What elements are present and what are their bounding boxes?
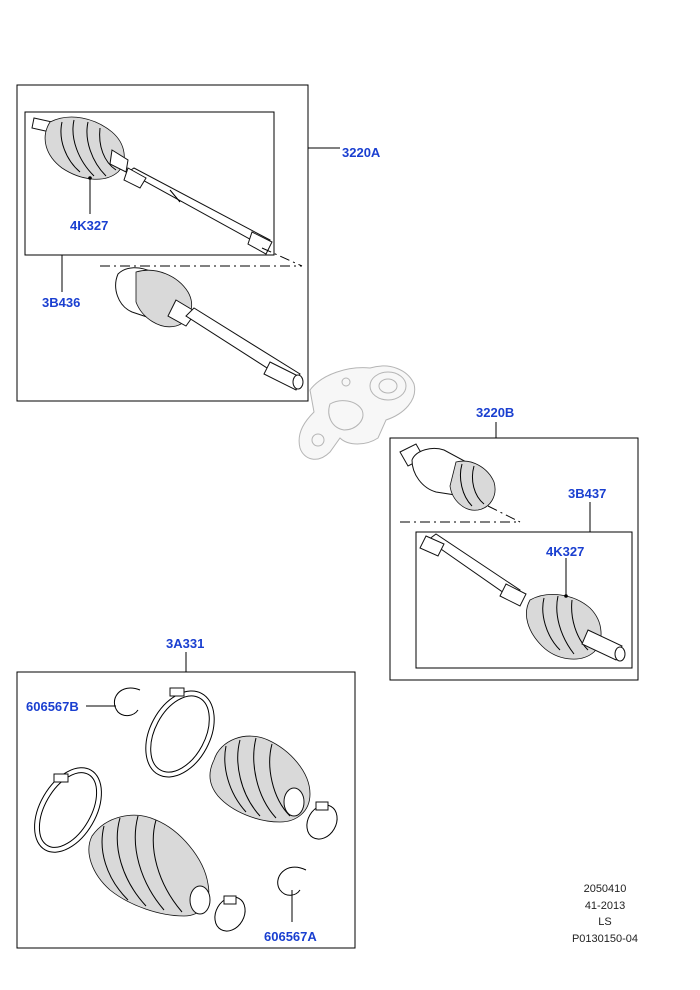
outer-joint-boot [88,814,211,917]
large-band-clamp-top [145,687,215,778]
small-clamp-right [306,801,338,840]
rear-driveshaft-group: 3220B 3B437 4K327 [389,405,639,681]
callout-3a331[interactable]: 3A331 [166,636,204,651]
front-outer-cv-joint [31,116,129,180]
differential-housing-reference [298,365,416,460]
rear-inner-cv-joint [399,443,496,511]
footer-line-3: LS [598,916,612,928]
front-outer-joint-frame [24,111,275,256]
callout-3b436[interactable]: 3B436 [42,295,80,310]
diagram-reference-block: 2050410 41-2013 LS P0130150-04 [560,881,650,947]
footer-line-4: P0130150-04 [571,932,639,945]
rear-shaft [419,533,527,607]
front-shaft [123,167,273,255]
rear-outer-joint-frame [415,531,633,669]
small-clamp-bottom [214,895,246,932]
callout-4k327-rear[interactable]: 4K327 [546,544,584,559]
inner-joint-boot [209,735,311,823]
circlip-b [113,687,141,717]
footer-line-1: 2050410 [583,883,627,895]
front-driveshaft-group: 3220A 4K327 3B436 [16,84,381,402]
large-band-clamp-left [34,767,102,853]
front-inner-cv-joint [115,267,197,328]
callout-606567a[interactable]: 606567A [264,929,317,944]
callout-3b437[interactable]: 3B437 [568,486,606,501]
leader-dot-4k327-rear [564,594,568,598]
callout-3220a[interactable]: 3220A [342,145,381,160]
front-inner-shaft [185,307,304,391]
circlip-a [277,866,307,896]
rear-assembly-frame [389,437,639,681]
footer-line-2: 41-2013 [584,899,626,912]
front-assembly-frame [16,84,309,402]
leader-dot-4k327-front [88,176,92,180]
callout-4k327-front[interactable]: 4K327 [70,218,108,233]
rear-outer-cv-joint [526,594,626,662]
callout-3220b[interactable]: 3220B [476,405,514,420]
callout-606567b[interactable]: 606567B [26,699,79,714]
boot-kit-group: 3A331 606567B [16,636,356,949]
